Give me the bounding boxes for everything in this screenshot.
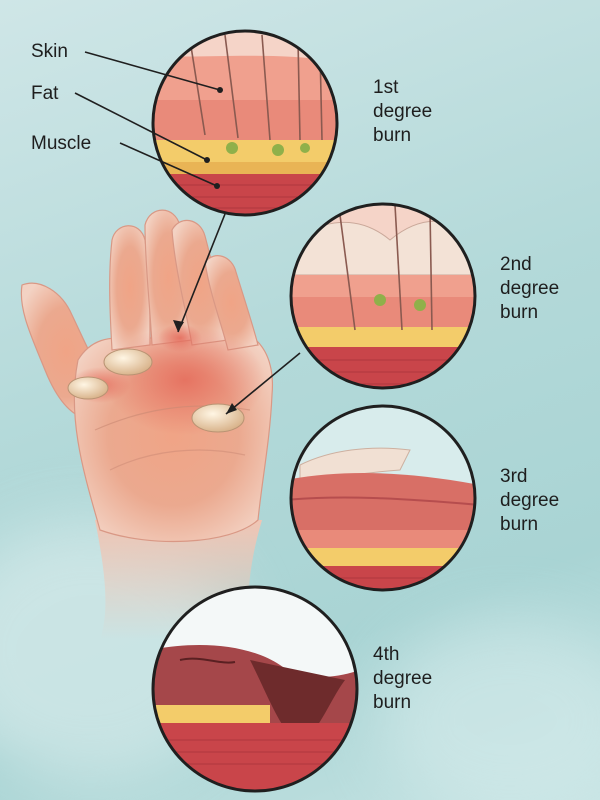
muscle-label: Muscle	[31, 133, 92, 154]
leader-dots	[173, 87, 237, 414]
little-finger	[204, 255, 259, 351]
skin-label: Skin	[31, 41, 68, 62]
burn-degree-word: degree	[500, 278, 560, 299]
cross-section-2nd-degree	[289, 202, 477, 390]
skin-leader-line	[84, 51, 221, 91]
magnifier-ring	[151, 585, 359, 793]
skin-marker	[217, 87, 223, 93]
burn-label-2nd-degree: 2nd degree burn	[500, 253, 559, 325]
cross-section-3rd-degree	[289, 404, 477, 592]
blister	[67, 376, 109, 400]
burn-label-1st-degree: 1st degree burn	[373, 76, 432, 148]
burn-word: burn	[500, 302, 539, 323]
burn-ordinal: 4th	[373, 644, 400, 665]
palm-crease	[109, 449, 246, 471]
fat-label: Fat	[31, 83, 59, 104]
hand	[20, 209, 274, 640]
arrowhead-icon	[226, 403, 237, 414]
burn-degree-word: degree	[500, 490, 560, 511]
magnifier-ring	[289, 202, 477, 390]
burn-label-3rd-degree: 3rd degree burn	[500, 465, 559, 537]
muscle-marker	[214, 183, 220, 189]
burn-ordinal: 3rd	[500, 466, 528, 487]
background-wash	[380, 620, 600, 800]
burn-word: burn	[373, 692, 412, 713]
burn-word: burn	[500, 514, 539, 535]
index-finger	[109, 225, 151, 351]
burn-degree-word: degree	[373, 101, 433, 122]
cross-section-4th-degree	[151, 585, 359, 793]
arrowhead-icon	[173, 320, 184, 332]
cross-section-1st-degree	[151, 29, 339, 217]
fat-leader-line	[74, 92, 208, 161]
pointer-2nd-degree	[225, 352, 301, 415]
blister	[191, 403, 245, 433]
burn-label-4th-degree: 4th degree burn	[373, 643, 432, 715]
leader-lines	[74, 51, 301, 415]
burn-ordinal: 1st	[373, 77, 399, 98]
pointer-1st-degree	[177, 213, 226, 333]
magnifier-ring	[151, 29, 339, 217]
burn-degree-word: degree	[373, 668, 433, 689]
fat-marker	[204, 157, 210, 163]
muscle-leader-line	[119, 142, 218, 187]
blister	[103, 348, 153, 376]
burn-word: burn	[373, 125, 412, 146]
burn-ordinal: 2nd	[500, 254, 532, 275]
burn-redness	[158, 324, 202, 352]
magnifier-ring	[289, 404, 477, 592]
